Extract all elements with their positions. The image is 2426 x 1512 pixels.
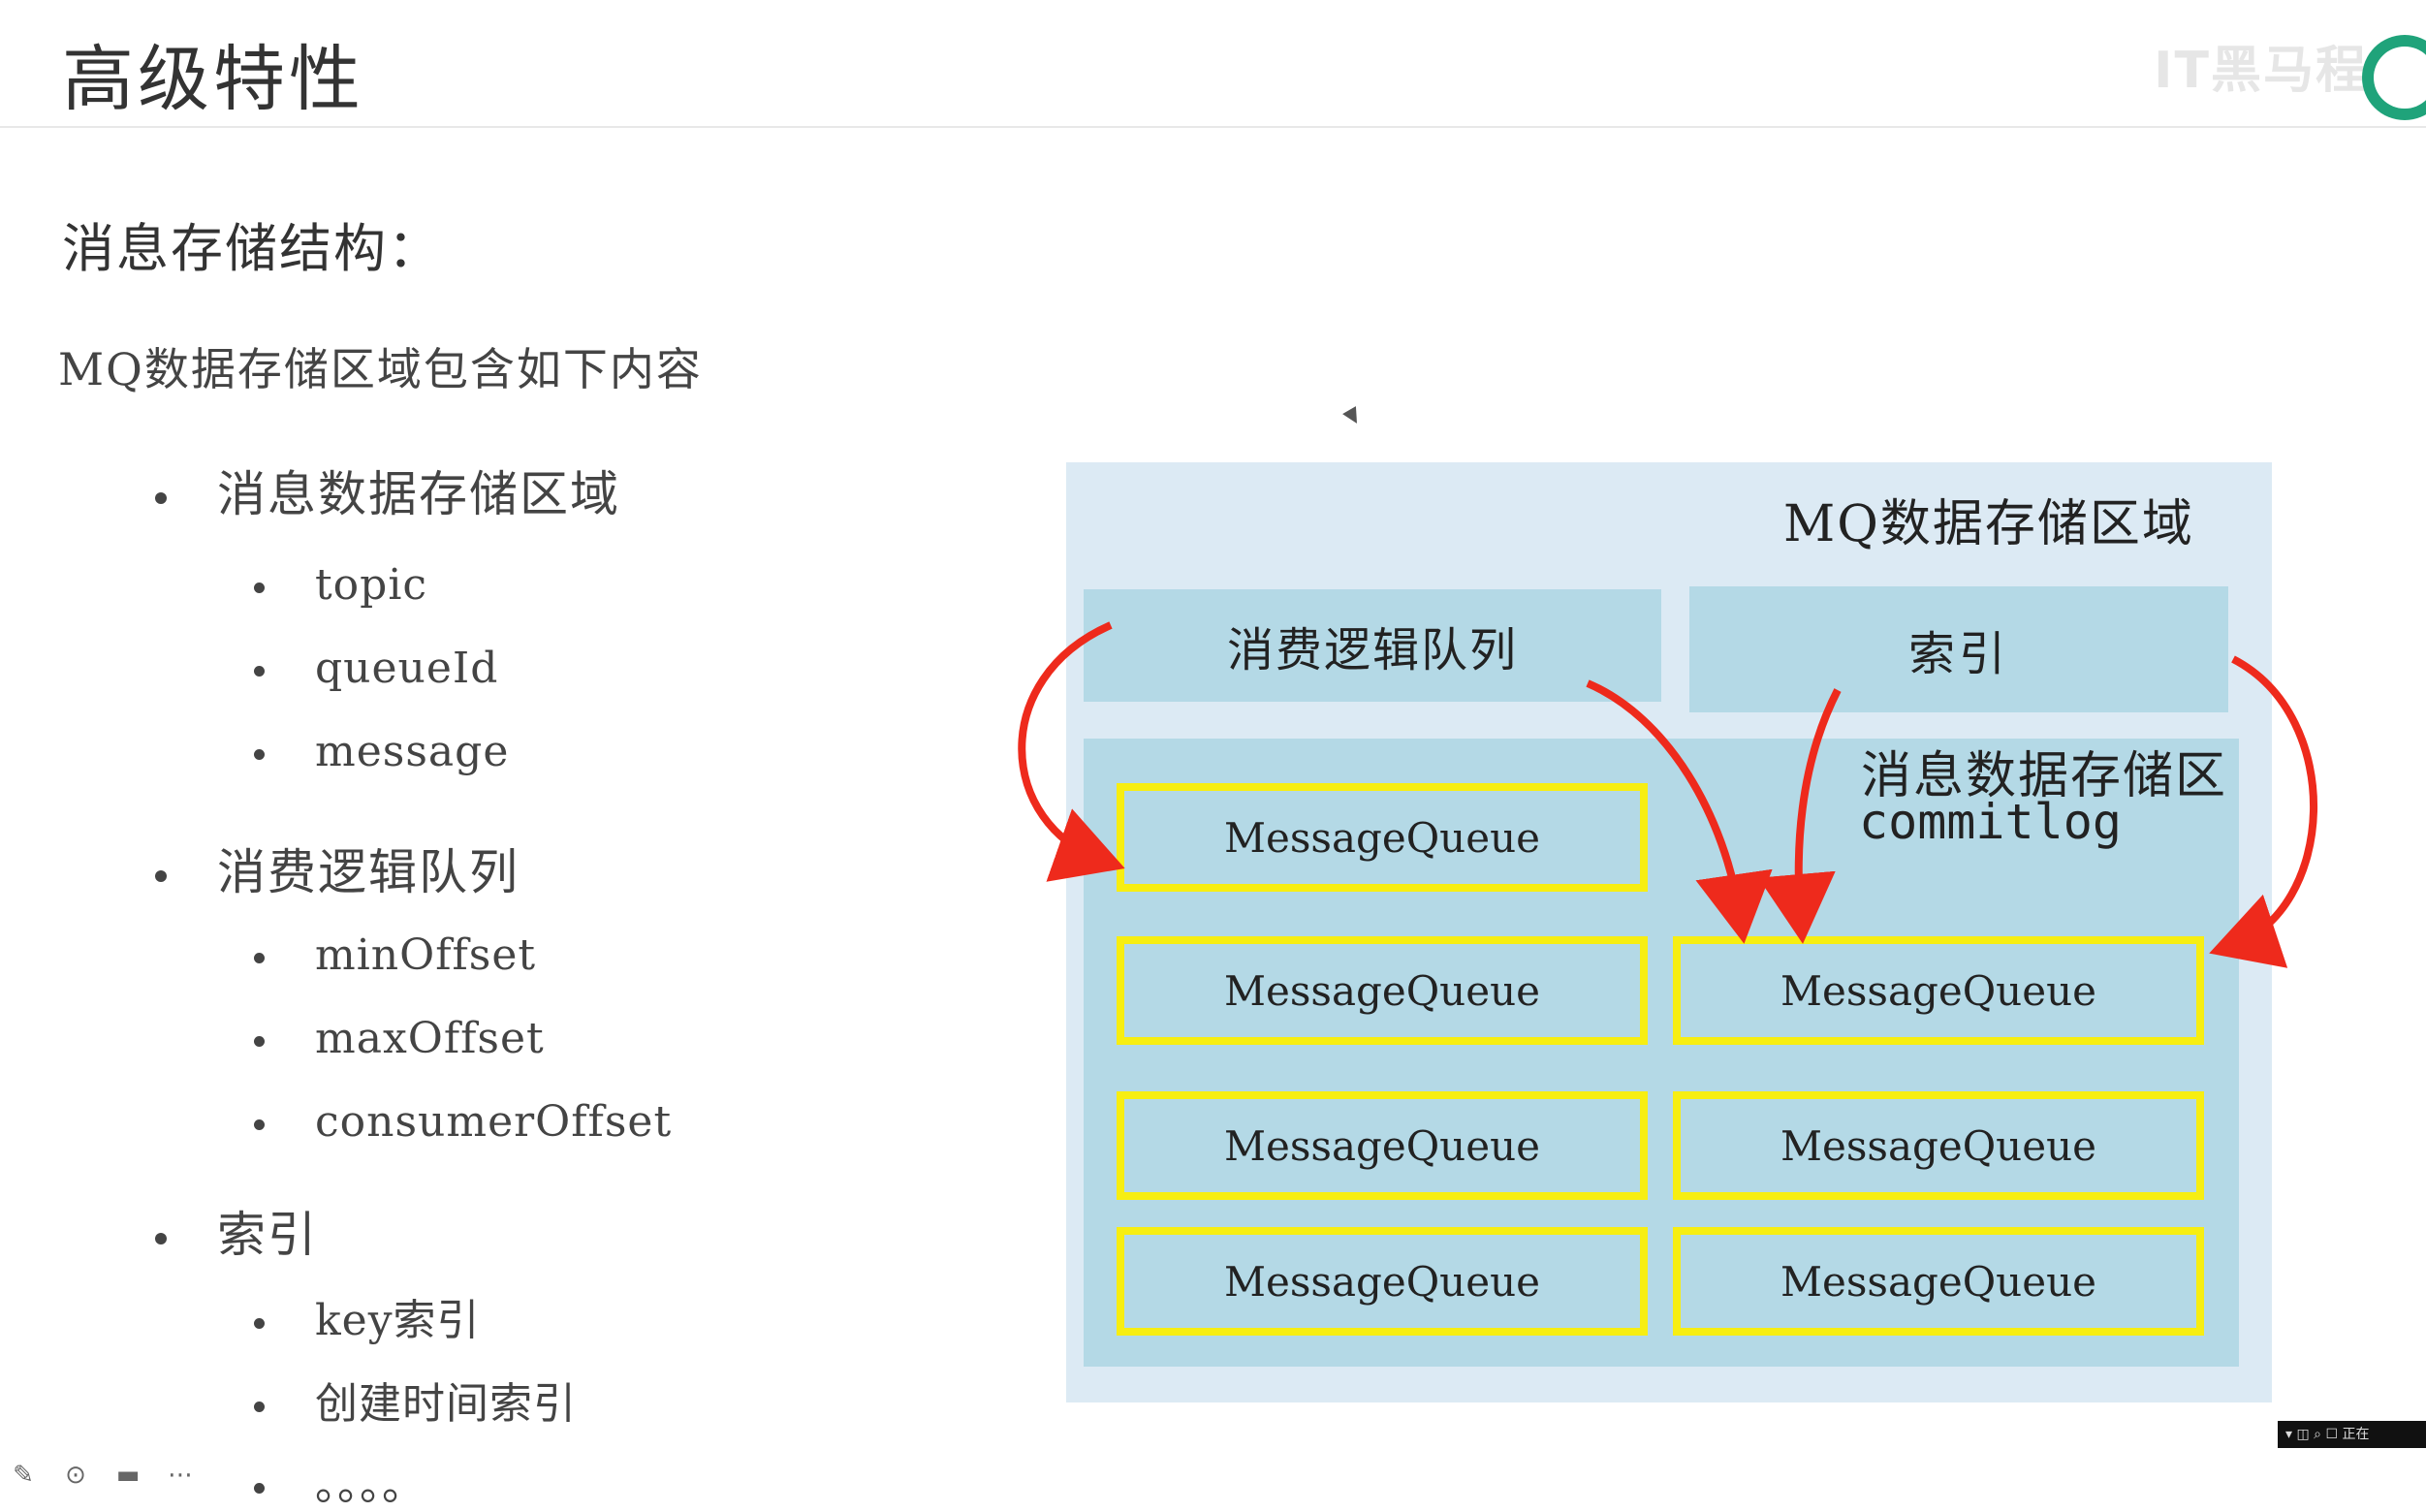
bullet-icon [254, 1036, 265, 1047]
bullet-icon [155, 1233, 167, 1244]
camera-icon[interactable]: ▬ [115, 1461, 141, 1490]
presentation-toolbar: ✎ ⊙ ▬ ⋯ [8, 1462, 196, 1489]
outline-subitem: maxOffset [254, 1014, 545, 1063]
outline-subitem: minOffset [254, 930, 536, 980]
message-queue-box: MessageQueue [1117, 1227, 1648, 1336]
bullet-icon [254, 749, 265, 760]
intro-text: MQ数据存储区域包含如下内容 [58, 343, 703, 395]
outline-subitem: 创建时间索引 [254, 1369, 577, 1431]
outline-item-storage: 消息数据存储区域 [155, 456, 620, 525]
outline-subitem: topic [254, 560, 427, 610]
outline-item-index: 索引 [155, 1196, 318, 1266]
bullet-icon [254, 1318, 265, 1329]
section-heading: 消息存储结构： [62, 218, 442, 279]
consume-queue-box: 消费逻辑队列 [1084, 589, 1661, 702]
message-queue-box: MessageQueue [1673, 1227, 2204, 1336]
commitlog-sublabel: commitlog [1859, 794, 2122, 850]
message-queue-box: MessageQueue [1117, 783, 1648, 892]
outline-subitem: queueId [254, 644, 498, 693]
diagram-title: MQ数据存储区域 [1783, 495, 2194, 553]
mouse-cursor-icon [1342, 406, 1364, 427]
message-queue-box: MessageQueue [1117, 1091, 1648, 1200]
bullet-icon [254, 666, 265, 677]
outline-subitem: 。。。。 [254, 1450, 425, 1512]
message-queue-box: MessageQueue [1117, 936, 1648, 1045]
bullet-icon [254, 1402, 265, 1412]
bullet-icon [254, 953, 265, 963]
watermark-logo: IT黑马程 [2154, 42, 2368, 100]
slide-header: 高级特性 IT黑马程 [0, 0, 2426, 128]
outline-subitem: consumerOffset [254, 1097, 672, 1147]
more-icon[interactable]: ⋯ [168, 1461, 193, 1490]
index-box: 索引 [1689, 586, 2228, 712]
pen-icon[interactable]: ✎ [13, 1461, 34, 1490]
outline-subitem: key索引 [254, 1285, 481, 1347]
bullet-icon [155, 870, 167, 882]
outline-item-consume-queue: 消费逻辑队列 [155, 834, 520, 903]
status-controls-icon[interactable]: ▾ ◫ ⌕ ☐ [2285, 1427, 2343, 1442]
bullet-icon [254, 583, 265, 593]
bullet-icon [254, 1483, 265, 1494]
status-bar[interactable]: ▾ ◫ ⌕ ☐ 正在 [2278, 1421, 2426, 1448]
outline-subitem: message [254, 727, 509, 776]
bullet-icon [155, 492, 167, 504]
message-queue-box: MessageQueue [1673, 936, 2204, 1045]
status-text: 正在 [2342, 1427, 2370, 1442]
bullet-icon [254, 1119, 265, 1130]
logo-ring-icon [2362, 35, 2426, 120]
page-title: 高级特性 [62, 38, 364, 121]
screenshot-icon[interactable]: ⊙ [65, 1461, 86, 1490]
commitlog-title: 消息数据存储区 [1861, 747, 2228, 805]
message-queue-box: MessageQueue [1673, 1091, 2204, 1200]
